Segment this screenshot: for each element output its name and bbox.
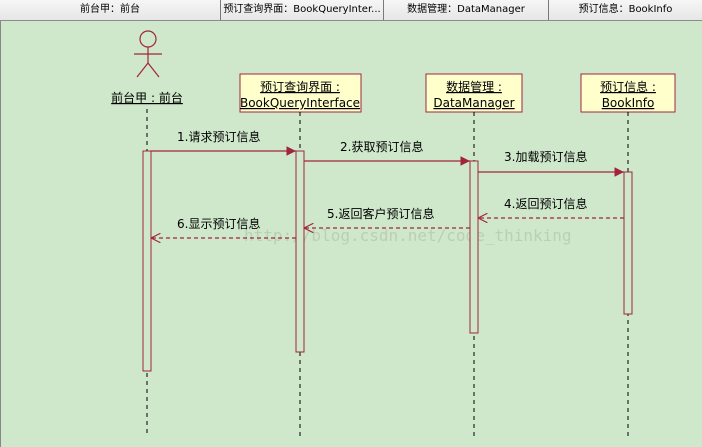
header-cell-bookinfo[interactable]: 预订信息：BookInfo [549, 0, 702, 20]
actor-label: 前台甲 : 前台 [111, 90, 183, 105]
watermark-text: http://blog.csdn.net/code_thinking [244, 226, 572, 245]
lifeline-header-bar: 前台甲：前台 预订查询界面：BookQueryInter... 数据管理：Dat… [0, 0, 702, 21]
activation-bar-bookinfo[interactable] [623, 171, 633, 315]
message-label-5: 5.返回客户预订信息 [327, 206, 434, 221]
object-name-line1: 数据管理 : [446, 79, 502, 94]
activation-bar-datamanager[interactable] [469, 160, 479, 334]
message-label-1: 1.请求预订信息 [177, 129, 260, 144]
header-cell-bookqueryinterface[interactable]: 预订查询界面：BookQueryInter... [221, 0, 384, 20]
activation-bar-actor[interactable] [142, 150, 152, 372]
object-name-line1: 预订信息 : [600, 79, 656, 94]
sequence-diagram: http://blog.csdn.net/code_thinking 前台甲 :… [111, 30, 676, 436]
message-label-4: 4.返回预订信息 [504, 196, 587, 211]
actor-stick-figure[interactable] [134, 30, 162, 78]
object-name-line1: 预订查询界面 : [260, 80, 340, 94]
diagram-canvas: http://blog.csdn.net/code_thinking 前台甲 :… [0, 21, 702, 447]
object-name-line2: BookQueryInterface [240, 96, 360, 110]
message-label-2: 2.获取预订信息 [340, 139, 423, 154]
object-box-datamanager[interactable]: 数据管理 : DataManager [425, 73, 523, 113]
object-box-bookqueryinterface[interactable]: 预订查询界面 : BookQueryInterface [239, 73, 362, 113]
header-cell-actor[interactable]: 前台甲：前台 [0, 0, 221, 20]
object-name-line2: DataManager [433, 96, 514, 110]
message-label-6: 6.显示预订信息 [177, 216, 260, 231]
header-cell-datamanager[interactable]: 数据管理：DataManager [384, 0, 549, 20]
activation-bar-bookqueryinterface[interactable] [295, 150, 305, 353]
object-name-line2: BookInfo [602, 96, 655, 110]
object-box-bookinfo[interactable]: 预订信息 : BookInfo [580, 73, 676, 113]
message-label-3: 3.加载预订信息 [504, 149, 587, 164]
